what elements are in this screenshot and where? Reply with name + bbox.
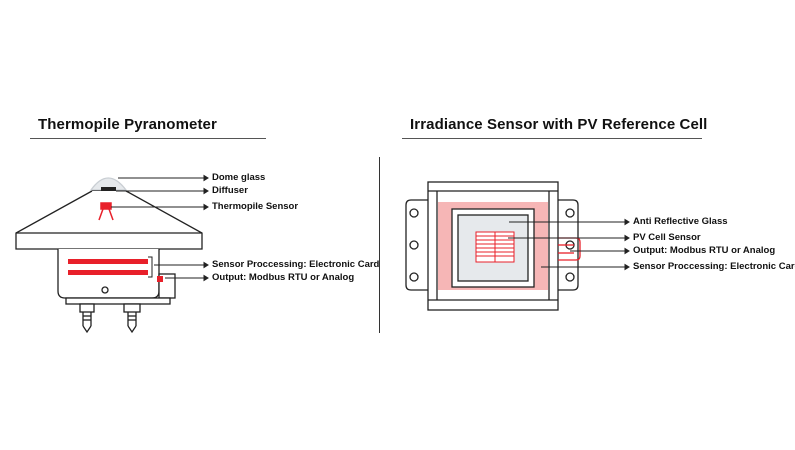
label-diffuser: Diffuser <box>212 185 248 196</box>
thermopile-sensor-shape <box>98 202 114 221</box>
diffuser-shape <box>101 187 116 191</box>
panel-divider <box>379 157 380 333</box>
label-output: Output: Modbus RTU or Analog <box>212 272 355 283</box>
label-thermopile-sensor: Thermopile Sensor <box>212 201 299 212</box>
label-dome-glass: Dome glass <box>212 172 266 183</box>
pv-cell-title-underline <box>402 138 702 139</box>
pv-cell-leaders <box>508 218 630 271</box>
pv-cell-grid <box>475 231 515 263</box>
electronic-card-top <box>68 259 148 264</box>
label-pv-output: Output: Modbus RTU or Analog <box>633 245 776 256</box>
leveling-foot-right <box>123 303 141 334</box>
sun-shield-shape <box>15 190 203 250</box>
pv-cell-drawing <box>405 181 581 311</box>
dome-glass-shape <box>89 177 128 191</box>
pyranometer-title: Thermopile Pyranometer <box>38 116 217 133</box>
label-pv-cell-sensor: PV Cell Sensor <box>633 232 701 243</box>
pyranometer-leaders <box>111 174 209 282</box>
output-connector-shape <box>157 276 163 282</box>
label-pv-sensor-processing: Sensor Proccessing: Electronic Card <box>633 261 795 272</box>
electronic-card-bottom <box>68 270 148 275</box>
mounting-flange-left <box>405 199 428 291</box>
pyranometer-drawing <box>15 177 203 334</box>
label-anti-reflective-glass: Anti Reflective Glass <box>633 216 728 227</box>
pv-cell-title: Irradiance Sensor with PV Reference Cell <box>410 116 708 133</box>
leveling-foot-left <box>79 303 95 334</box>
pyranometer-title-underline <box>30 138 266 139</box>
label-sensor-processing: Sensor Proccessing: Electronic Card <box>212 259 380 270</box>
